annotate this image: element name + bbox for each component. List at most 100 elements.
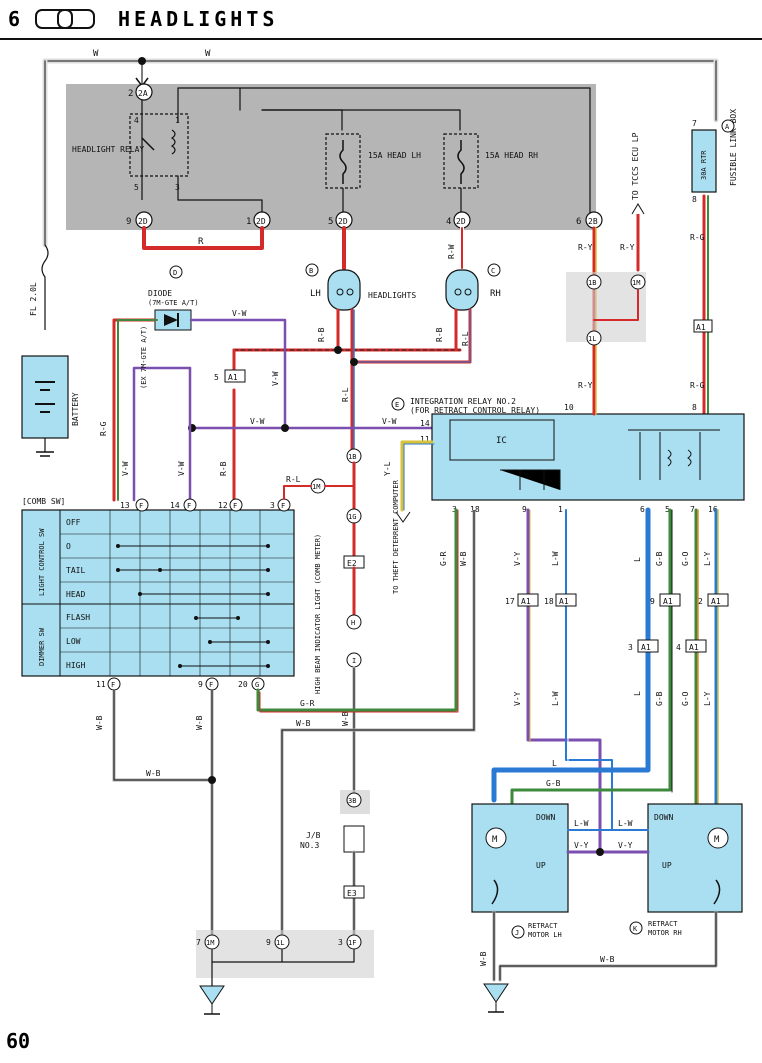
svg-text:2: 2 (128, 89, 133, 99)
page-number: 60 (6, 1029, 30, 1053)
svg-text:L-W: L-W (618, 819, 633, 828)
svg-text:L-W: L-W (551, 691, 560, 706)
svg-text:2D: 2D (256, 217, 266, 226)
svg-text:16: 16 (708, 505, 718, 514)
svg-text:V-W: V-W (177, 461, 186, 476)
splice (138, 57, 146, 65)
section-number: 6 (8, 7, 20, 31)
svg-text:11: 11 (96, 680, 106, 689)
svg-text:H: H (351, 619, 355, 627)
svg-text:30A RTR: 30A RTR (700, 150, 708, 180)
svg-text:1: 1 (558, 505, 563, 514)
svg-text:8: 8 (692, 195, 697, 204)
svg-text:A: A (725, 123, 730, 131)
headlights-label: HEADLIGHTS (368, 291, 416, 300)
comb-bottom-pins: F11 F9 G20 (96, 677, 265, 691)
svg-text:B: B (309, 267, 313, 275)
svg-text:L-Y: L-Y (703, 551, 712, 566)
svg-text:3B: 3B (348, 797, 356, 805)
svg-text:A1: A1 (559, 597, 569, 606)
fusible-link-box: 30A RTR FUSIBLE LINK BOX A 7 8 (691, 109, 738, 204)
svg-text:BATTERY: BATTERY (71, 392, 80, 426)
svg-text:V-Y: V-Y (574, 841, 589, 850)
svg-text:V-W: V-W (382, 417, 397, 426)
svg-text:A1: A1 (696, 323, 706, 332)
svg-text:G-O: G-O (681, 551, 690, 566)
svg-text:G-B: G-B (655, 691, 664, 706)
svg-text:7: 7 (692, 119, 697, 128)
svg-text:2: 2 (698, 597, 703, 606)
svg-text:9: 9 (198, 680, 203, 689)
svg-text:W-B: W-B (600, 955, 615, 964)
svg-text:1B: 1B (348, 453, 356, 461)
ground-connectors: 1M7 1L9 1F3 (196, 934, 362, 950)
svg-text:2D: 2D (338, 217, 348, 226)
svg-text:4: 4 (676, 643, 681, 652)
svg-text:F: F (209, 681, 213, 689)
svg-text:F: F (139, 502, 143, 510)
ground-icon (483, 983, 509, 1003)
headlight-lh: LH B (305, 263, 361, 311)
svg-text:R-B: R-B (317, 327, 326, 342)
svg-text:R-G: R-G (99, 421, 108, 436)
svg-text:W-B: W-B (146, 769, 161, 778)
integration-relay: IC INTEGRATION RELAY NO.2 (FOR RETRACT C… (391, 397, 745, 514)
svg-text:INTEGRATION RELAY NO.2: INTEGRATION RELAY NO.2 (410, 397, 516, 406)
retract-motor-lh: M DOWN UP J RETRACT MOTOR LH (471, 803, 569, 939)
svg-text:3: 3 (338, 938, 343, 947)
svg-text:11: 11 (420, 435, 430, 444)
svg-text:V-W: V-W (271, 371, 280, 386)
svg-text:HEADLIGHT RELAY: HEADLIGHT RELAY (72, 145, 144, 154)
svg-text:O: O (66, 542, 71, 551)
svg-text:3: 3 (628, 643, 633, 652)
svg-text:7: 7 (196, 938, 201, 947)
svg-text:(EX 7M-GTE A/T): (EX 7M-GTE A/T) (140, 326, 148, 389)
svg-text:FLASH: FLASH (66, 613, 90, 622)
svg-text:V-W: V-W (250, 417, 265, 426)
svg-text:K: K (633, 925, 638, 933)
svg-text:5: 5 (214, 373, 219, 382)
wire-label: R (198, 237, 204, 247)
svg-text:3: 3 (452, 505, 457, 514)
svg-text:W-B: W-B (296, 719, 311, 728)
page-title: HEADLIGHTS (118, 7, 278, 31)
svg-text:2D: 2D (456, 217, 466, 226)
svg-text:G: G (255, 681, 259, 689)
svg-text:A1: A1 (641, 643, 651, 652)
svg-text:18: 18 (544, 597, 554, 606)
svg-text:M: M (714, 835, 720, 845)
svg-text:IC: IC (496, 436, 507, 446)
svg-text:V-Y: V-Y (513, 691, 522, 706)
svg-text:V-W: V-W (232, 309, 247, 318)
svg-text:UP: UP (662, 861, 672, 870)
svg-text:9: 9 (650, 597, 655, 606)
svg-text:Y-L: Y-L (383, 461, 392, 476)
svg-text:6: 6 (576, 217, 581, 227)
svg-text:1M: 1M (206, 939, 214, 947)
svg-text:DIMMER SW: DIMMER SW (38, 627, 46, 666)
svg-text:RH: RH (490, 289, 501, 299)
svg-text:TAIL: TAIL (66, 566, 85, 575)
svg-text:5: 5 (328, 217, 333, 227)
svg-text:J/B: J/B (306, 831, 321, 840)
svg-text:G-R: G-R (300, 699, 315, 708)
svg-text:MOTOR RH: MOTOR RH (648, 929, 682, 937)
svg-text:2D: 2D (138, 217, 148, 226)
svg-text:17: 17 (505, 597, 515, 606)
svg-text:1L: 1L (276, 939, 284, 947)
svg-text:(7M-GTE A/T): (7M-GTE A/T) (148, 299, 199, 307)
svg-text:A1: A1 (228, 373, 238, 382)
svg-text:LIGHT CONTROL SW: LIGHT CONTROL SW (38, 528, 46, 596)
svg-text:D: D (173, 269, 177, 277)
svg-text:15A HEAD RH: 15A HEAD RH (485, 151, 538, 160)
svg-text:NO.3: NO.3 (300, 841, 319, 850)
svg-text:9: 9 (266, 938, 271, 947)
svg-text:W-B: W-B (195, 715, 204, 730)
svg-text:L: L (633, 691, 642, 696)
svg-text:LOW: LOW (66, 637, 81, 646)
connector-row-2d: 2D 9 2D 1 2D 5 2D 4 2B 6 (126, 211, 603, 229)
svg-text:1: 1 (246, 217, 251, 227)
battery: FL 2.0L BATTERY (21, 244, 80, 457)
svg-text:I: I (352, 657, 356, 665)
svg-text:L: L (552, 759, 557, 768)
